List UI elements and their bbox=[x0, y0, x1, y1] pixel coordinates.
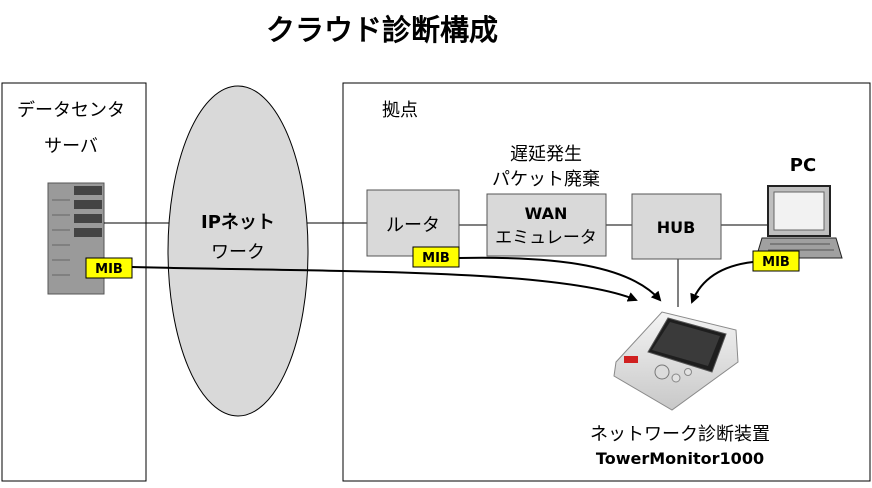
mib-badge-router: MIB bbox=[412, 246, 460, 268]
wan-caption: パケット廃棄 bbox=[492, 169, 600, 190]
wan-label: エミュレータ bbox=[495, 228, 597, 248]
network-label: ワーク bbox=[211, 242, 265, 263]
router-label: ルータ bbox=[386, 215, 440, 236]
laptop-icon bbox=[755, 185, 843, 259]
mib-badge-server: MIB bbox=[85, 257, 133, 279]
network-label: IPネット bbox=[201, 212, 275, 233]
hub-label: HUB bbox=[657, 218, 696, 237]
mib-badge-pc: MIB bbox=[752, 250, 800, 272]
device-model: TowerMonitor1000 bbox=[596, 449, 764, 468]
svg-text:MIB: MIB bbox=[95, 262, 123, 277]
server-mib-arrow bbox=[131, 266, 638, 302]
hub-box bbox=[631, 193, 722, 260]
site-label: 拠点 bbox=[382, 100, 418, 121]
svg-text:MIB: MIB bbox=[422, 251, 450, 266]
pc-label: PC bbox=[790, 155, 816, 176]
wan-caption: 遅延発生 bbox=[510, 144, 582, 165]
svg-text:MIB: MIB bbox=[762, 255, 790, 270]
brand-logo bbox=[624, 356, 638, 363]
wan-label: WAN bbox=[525, 204, 568, 223]
router-box bbox=[366, 189, 460, 257]
server-label: サーバ bbox=[44, 136, 98, 157]
pc-mib-arrow bbox=[690, 261, 754, 304]
wan-emulator-box bbox=[486, 193, 607, 257]
server-icon bbox=[47, 182, 105, 295]
ip-network-cloud bbox=[167, 85, 309, 417]
router-mib-arrow bbox=[458, 256, 662, 302]
dpad-icon bbox=[654, 364, 670, 380]
diagram-title: クラウド診断構成 bbox=[266, 13, 498, 47]
site-region bbox=[342, 82, 871, 482]
network-diagnosis-device bbox=[613, 311, 739, 411]
datacenter-label: データセンタ bbox=[17, 100, 125, 121]
device-caption: ネットワーク診断装置 bbox=[590, 424, 770, 445]
